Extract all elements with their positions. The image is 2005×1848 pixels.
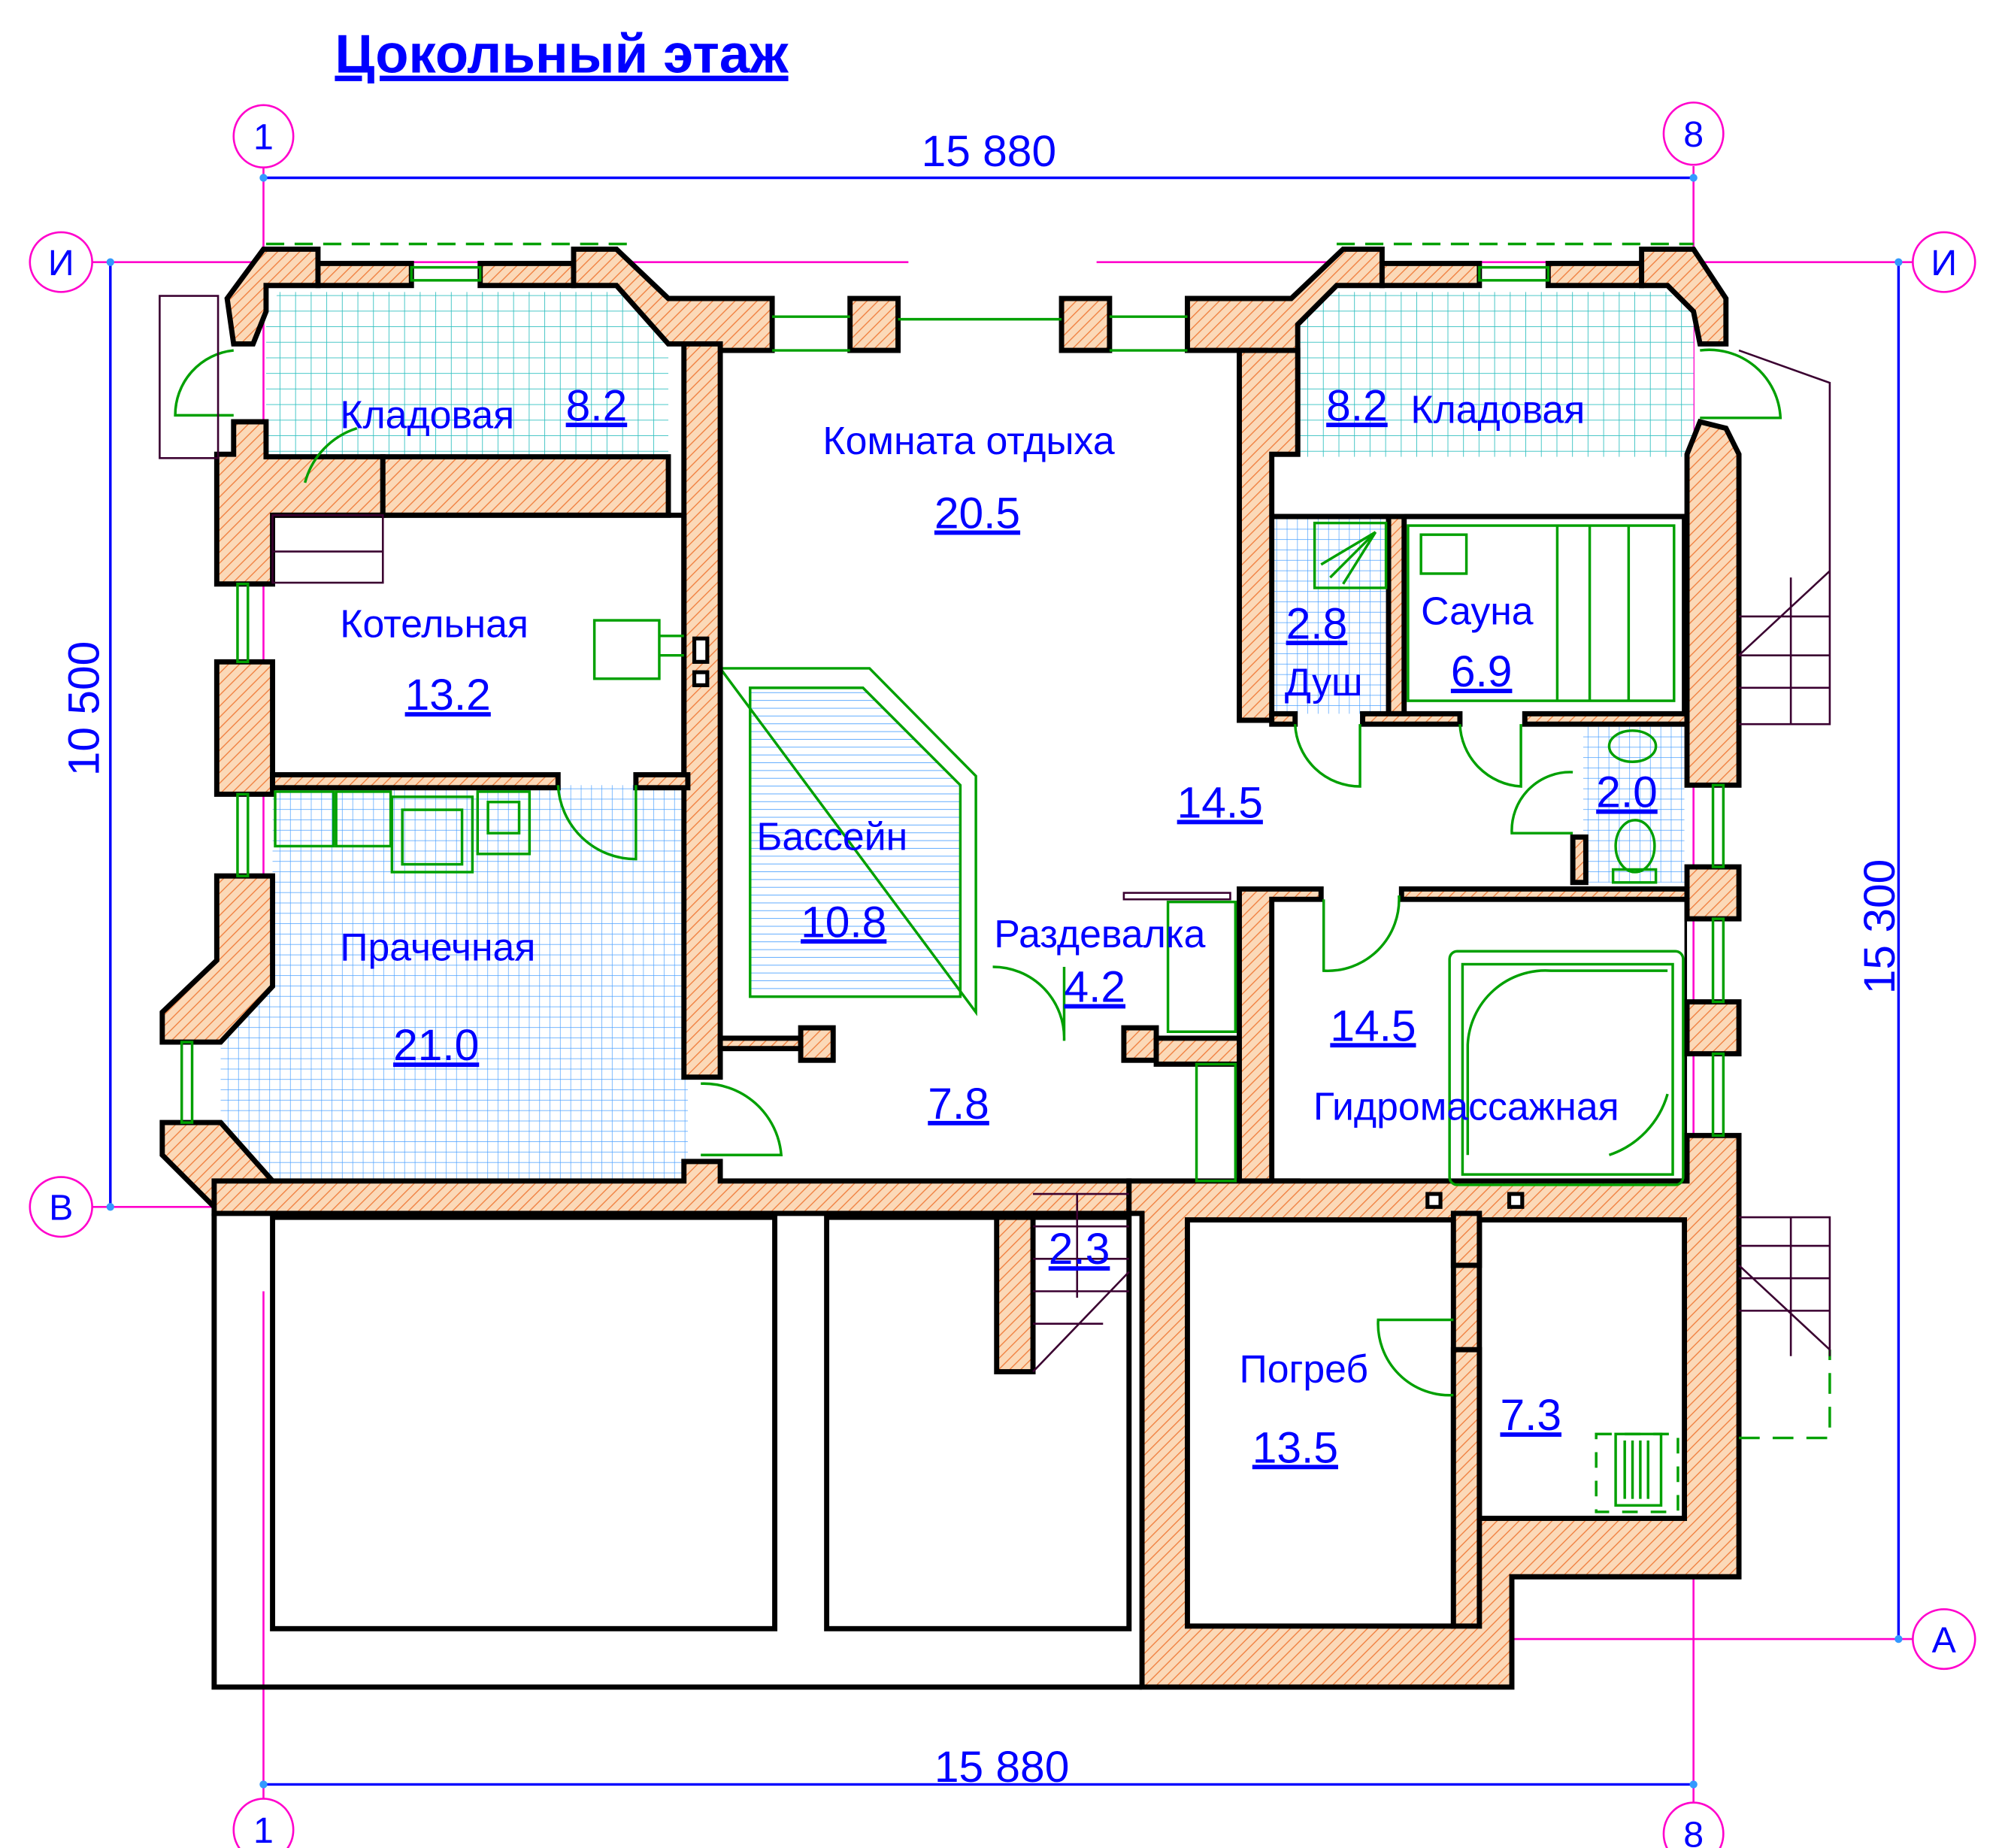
room-area-stairs: 2.3 bbox=[1049, 1225, 1110, 1274]
axis-bubble-i-right: И bbox=[1912, 231, 1976, 293]
room-name-pool: Бассейн bbox=[756, 815, 907, 859]
axis-bubble-1-bottom: 1 bbox=[232, 1798, 295, 1848]
dimension-right: 15 300 bbox=[1855, 859, 1904, 994]
dimension-lines bbox=[106, 174, 1903, 1789]
axis-bubble-8-bottom: 8 bbox=[1662, 1801, 1725, 1848]
room-area-laundry: 21.0 bbox=[393, 1021, 479, 1070]
room-area-wc: 2.0 bbox=[1596, 768, 1658, 817]
room-name-shower: Душ bbox=[1285, 660, 1363, 704]
axis-bubble-v: В bbox=[29, 1176, 93, 1238]
room-name-sauna: Сауна bbox=[1421, 589, 1534, 632]
fixtures bbox=[174, 242, 1831, 1513]
room-area-shower: 2.8 bbox=[1286, 599, 1348, 648]
room-area-cellar-small: 7.3 bbox=[1500, 1391, 1561, 1440]
room-name-boiler: Котельная bbox=[340, 602, 529, 646]
svg-text:В: В bbox=[49, 1188, 73, 1228]
plan-title: Цокольный этаж bbox=[335, 24, 789, 85]
room-area-hydro: 14.5 bbox=[1330, 1001, 1416, 1050]
room-name-hydro: Гидромассажная bbox=[1313, 1085, 1619, 1128]
svg-text:1: 1 bbox=[253, 117, 274, 158]
room-name-storage-left: Кладовая bbox=[340, 393, 514, 437]
room-area-changing: 4.2 bbox=[1064, 963, 1125, 1012]
room-area-cellar: 13.5 bbox=[1252, 1423, 1338, 1472]
room-name-cellar: Погреб bbox=[1240, 1347, 1369, 1390]
room-name-lounge: Комната отдыха bbox=[822, 419, 1114, 462]
room-area-lounge: 20.5 bbox=[934, 489, 1020, 538]
room-name-laundry: Прачечная bbox=[340, 925, 535, 968]
dimension-bottom: 15 880 bbox=[934, 1743, 1069, 1792]
axis-bubble-i-left: И bbox=[29, 231, 93, 293]
floor-finishes bbox=[220, 292, 1694, 1181]
room-area-hall: 14.5 bbox=[1177, 778, 1263, 827]
room-area-storage-right: 8.2 bbox=[1326, 381, 1388, 430]
walls bbox=[159, 246, 1742, 1690]
svg-text:И: И bbox=[1931, 243, 1957, 283]
room-area-boiler: 13.2 bbox=[405, 671, 491, 720]
room-area-pool: 10.8 bbox=[801, 898, 886, 947]
room-name-storage-right: Кладовая bbox=[1410, 388, 1585, 432]
room-name-changing: Раздевалка bbox=[994, 912, 1205, 956]
axis-bubble-a: А bbox=[1912, 1608, 1976, 1671]
svg-text:1: 1 bbox=[253, 1810, 274, 1848]
dimension-left: 10 500 bbox=[59, 641, 108, 776]
svg-text:8: 8 bbox=[1683, 114, 1704, 155]
room-area-sauna: 6.9 bbox=[1451, 647, 1513, 696]
room-area-corridor: 7.8 bbox=[928, 1080, 989, 1128]
dimension-top: 15 880 bbox=[922, 127, 1056, 176]
svg-text:И: И bbox=[48, 243, 74, 283]
axis-bubble-1-top: 1 bbox=[232, 104, 295, 168]
room-labels: Кладовая 8.2 Комната отдыха 20.5 8.2 Кла… bbox=[340, 381, 1657, 1472]
svg-text:А: А bbox=[1932, 1619, 1957, 1660]
axis-bubble-8-top: 8 bbox=[1662, 101, 1725, 166]
room-area-storage-left: 8.2 bbox=[566, 381, 628, 430]
svg-text:8: 8 bbox=[1683, 1814, 1704, 1848]
stairs bbox=[159, 295, 1831, 1373]
